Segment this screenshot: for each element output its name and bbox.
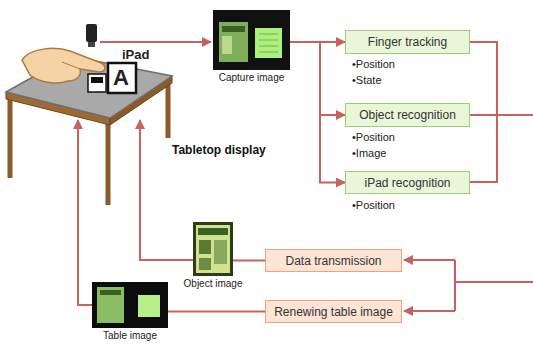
output-item: •State — [352, 74, 382, 86]
box-label: iPad recognition — [364, 176, 450, 190]
image-caption: Capture image — [219, 72, 285, 84]
thumb-detail — [199, 258, 211, 270]
hand-line — [62, 62, 80, 69]
thumb-ipad — [138, 295, 160, 317]
box-label: Renewing table image — [274, 305, 393, 319]
flow-arrow — [78, 120, 92, 305]
merge-line — [470, 42, 533, 182]
capture-arrow — [100, 41, 211, 43]
thumb-magazine — [97, 287, 124, 323]
process-box: Object recognition — [345, 103, 470, 127]
thumb-detail — [100, 290, 121, 295]
object-thumbnail — [193, 222, 233, 276]
flow-arrow — [233, 260, 265, 262]
ipad-card — [88, 74, 106, 92]
return-line — [455, 260, 533, 311]
image-caption: Table image — [103, 330, 157, 342]
ipad-card-mark — [91, 77, 103, 83]
hand — [22, 48, 105, 83]
box-label: Data transmission — [285, 254, 381, 268]
table-leg — [106, 122, 111, 205]
output-item: •Image — [352, 147, 386, 159]
thumb-detail — [198, 228, 228, 235]
object-image: Object image — [193, 222, 233, 276]
process-box: Renewing table image — [265, 300, 402, 323]
thumb-ipad — [255, 28, 282, 58]
thumb-magazine — [219, 22, 248, 62]
flow-arrow — [290, 42, 345, 183]
process-box: Data transmission — [265, 249, 402, 272]
camera-lens — [88, 42, 95, 47]
capture-thumbnail — [213, 10, 290, 70]
thumb-detail — [259, 34, 278, 52]
card-letter: A — [113, 65, 129, 91]
box-label: Finger tracking — [368, 35, 447, 49]
thumb-detail — [222, 36, 232, 54]
ipad-card — [108, 63, 136, 93]
capture-image: Capture image — [213, 10, 290, 70]
thumb-detail — [214, 240, 227, 264]
process-box: iPad recognition — [345, 171, 470, 194]
process-box: Finger tracking — [345, 30, 470, 54]
device-label: iPad — [122, 47, 149, 62]
table-leg — [8, 96, 13, 178]
output-item: •Position — [352, 131, 395, 143]
thumb-magazine — [196, 225, 230, 273]
image-caption: Object image — [184, 278, 243, 290]
output-item: •Position — [352, 199, 395, 211]
table-thumbnail — [92, 282, 168, 328]
thumb-detail — [199, 240, 211, 254]
camera-icon — [86, 24, 97, 42]
box-label: Object recognition — [359, 108, 456, 122]
tabletop-display: Tabletop display — [5, 48, 175, 120]
flow-arrow — [290, 42, 345, 115]
table-image: Table image — [92, 282, 168, 328]
return-arrow — [404, 259, 455, 261]
flow-arrow — [168, 311, 265, 313]
output-item: •Position — [352, 58, 395, 70]
display-label: Tabletop display — [172, 143, 266, 157]
thumb-detail — [222, 26, 245, 32]
return-arrow — [404, 310, 455, 312]
flow-arrow — [140, 120, 193, 260]
table-leg — [166, 80, 171, 138]
